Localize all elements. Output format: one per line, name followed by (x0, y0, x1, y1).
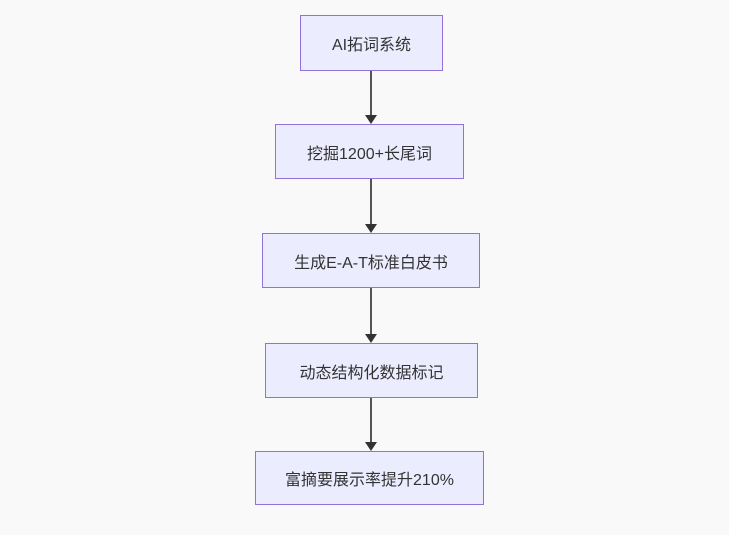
arrow-line (370, 288, 372, 334)
flow-arrow-2 (364, 179, 378, 233)
flow-arrow-1 (364, 71, 378, 124)
flow-node-rich-snippet-result: 富摘要展示率提升210% (255, 451, 484, 505)
arrow-head-icon (365, 224, 377, 233)
flow-arrow-3 (364, 288, 378, 343)
flow-node-eat-whitepaper: 生成E-A-T标准白皮书 (262, 233, 480, 288)
arrow-line (370, 179, 372, 224)
arrow-line (370, 71, 372, 115)
arrow-head-icon (365, 115, 377, 124)
flow-node-ai-keyword-system: AI拓词系统 (300, 15, 443, 71)
arrow-line (370, 398, 372, 442)
arrow-head-icon (365, 334, 377, 343)
arrow-head-icon (365, 442, 377, 451)
flow-node-longtail-mining: 挖掘1200+长尾词 (275, 124, 464, 179)
flow-arrow-4 (364, 398, 378, 451)
flow-node-structured-data-markup: 动态结构化数据标记 (265, 343, 478, 398)
